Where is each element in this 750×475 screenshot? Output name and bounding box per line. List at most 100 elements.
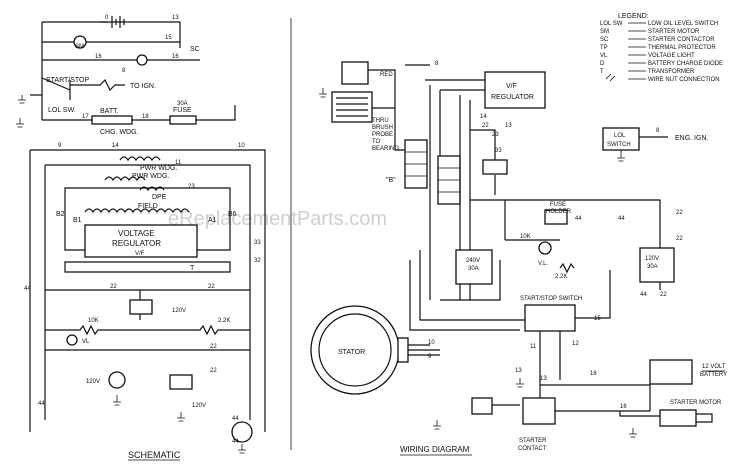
wire-no: 0 [105, 15, 109, 21]
wire-no: 22 [676, 210, 683, 216]
wire-no: 12 [572, 341, 579, 347]
rec2-label-1: 120V [645, 256, 659, 262]
lol-ground [617, 150, 625, 162]
schematic-ground-3 [113, 395, 121, 406]
wiring-caption: WIRING DIAGRAM [400, 445, 470, 454]
b6-label: B6 [228, 211, 237, 218]
vl-lamp-symbol [136, 54, 148, 66]
dpe-label: DPE [152, 194, 167, 201]
wire-no: 13 [540, 376, 547, 382]
legend-item: VL VOLTAGE LIGHT [600, 53, 695, 59]
schematic-battery-symbol [100, 16, 125, 28]
stator-label: STATOR [338, 349, 365, 356]
batt-diode-block [91, 115, 133, 125]
fuse-holder-label-2: HOLDER [546, 209, 572, 215]
legend-title: LEGEND: [618, 13, 649, 20]
wire-no: 23 [492, 132, 499, 138]
stator-connector [397, 337, 409, 363]
b2-label: B2 [56, 211, 65, 218]
lol-switch-label-2: SWITCH [607, 142, 631, 148]
schematic-ground-4 [177, 412, 185, 422]
wire-no: 44 [575, 216, 582, 222]
legend-code: SM [600, 29, 609, 35]
legend-desc: TRANSFORMER [648, 69, 695, 75]
sc-label: SC [190, 46, 200, 53]
wire-no: 44 [618, 216, 625, 222]
b1-label: B1 [73, 217, 82, 224]
wire-nut-icon [605, 73, 616, 82]
voltage-regulator-label-1: VOLTAGE [118, 229, 155, 238]
wire-no: 14 [112, 143, 119, 149]
wire-no: 8 [122, 68, 126, 74]
ign-lead [70, 78, 125, 92]
wire-no: 22 [110, 284, 117, 290]
legend-desc: LOW OIL LEVEL SWITCH [648, 21, 718, 27]
wire-no: 8 [656, 128, 660, 134]
legend-item: T TRANSFORMER [600, 69, 695, 75]
brush-assembly: RED THRU BRUSH PROBE TO BEARING [319, 61, 399, 152]
wire-no: 9 [428, 354, 432, 360]
wire-no: 22 [208, 284, 215, 290]
vf-regulator-label-1: V/F [506, 83, 517, 90]
2-2k-label: 2.2K [218, 318, 230, 324]
legend-code: T [600, 69, 604, 75]
wire-no: 22 [660, 292, 667, 298]
wiring-panel: LEGEND: LOL SW LOW OIL LEVEL SWITCH SM S… [310, 13, 727, 456]
receptacle-120v [108, 371, 126, 389]
wire-no: 22 [676, 236, 683, 242]
wire-no: 14 [480, 114, 487, 120]
legend-desc: THERMAL PROTECTOR [648, 45, 716, 51]
starter-contactor [522, 397, 556, 425]
120v-label-a: 120V [172, 308, 186, 314]
wire-no: 44 [232, 439, 239, 445]
wire-no: 11 [530, 344, 537, 350]
starter-contact-label-1: STARTER [519, 438, 547, 444]
vf-regulator-box [484, 71, 546, 109]
battery-label-2: BATTERY [700, 372, 727, 378]
dpe-coil [139, 186, 165, 192]
duplex-receptacle-2 [169, 374, 193, 390]
t-label: T [190, 265, 195, 272]
fuse-rating-label: 30A [177, 101, 188, 107]
to-ign-label: TO IGN. [130, 83, 156, 90]
120v-label-b: 120V [86, 379, 100, 385]
wire-no: 8 [435, 61, 439, 67]
thru-label-3: PROBE [372, 132, 393, 138]
legend-desc: WIRE NUT CONNECTION [648, 77, 720, 83]
wire-no: 22 [482, 123, 489, 129]
eng-ign-label: ENG. IGN. [675, 135, 709, 142]
voltage-regulator-box [84, 224, 198, 258]
battery-12v [649, 359, 693, 385]
batt-label: BATT. [100, 108, 119, 115]
wire-no: 44 [24, 286, 31, 292]
wire-no: 11 [175, 160, 182, 166]
wire-no: 44 [640, 292, 647, 298]
wire-no: 32 [254, 258, 261, 264]
wire-no: 33 [495, 148, 502, 154]
receptacle-240v [231, 421, 253, 443]
legend-code: VL [600, 53, 608, 59]
legend-item: TP THERMAL PROTECTOR [600, 45, 716, 51]
legend-item: D BATTERY CHARGE DIODE [600, 61, 723, 67]
wire-no: 15 [165, 35, 172, 41]
starter-contact-label-2: CONTACT [518, 446, 547, 452]
vl-label-wiring: V.L. [538, 261, 548, 267]
lol-sw-label: LOL SW. [48, 107, 76, 114]
legend-item: SM STARTER MOTOR [600, 29, 700, 35]
pwr-wdg-coil-1 [119, 156, 161, 162]
wire-no: 16 [620, 404, 627, 410]
schematic-ground-1 [18, 95, 26, 104]
chg-wdg-label: CHG. WDG. [100, 129, 139, 136]
wire-no: 16 [95, 54, 102, 60]
vf-regulator-label-2: REGULATOR [491, 94, 534, 101]
schematic-fuse [169, 115, 197, 125]
legend-item: WIRE NUT CONNECTION [605, 73, 720, 83]
fuse-holder [544, 209, 568, 225]
wire-no: 22 [210, 344, 217, 350]
field-label: FIELD [138, 203, 158, 210]
start-stop-switch-box [524, 304, 576, 332]
legend-desc: BATTERY CHARGE DIODE [648, 61, 723, 67]
wire-no: 17 [82, 114, 89, 120]
